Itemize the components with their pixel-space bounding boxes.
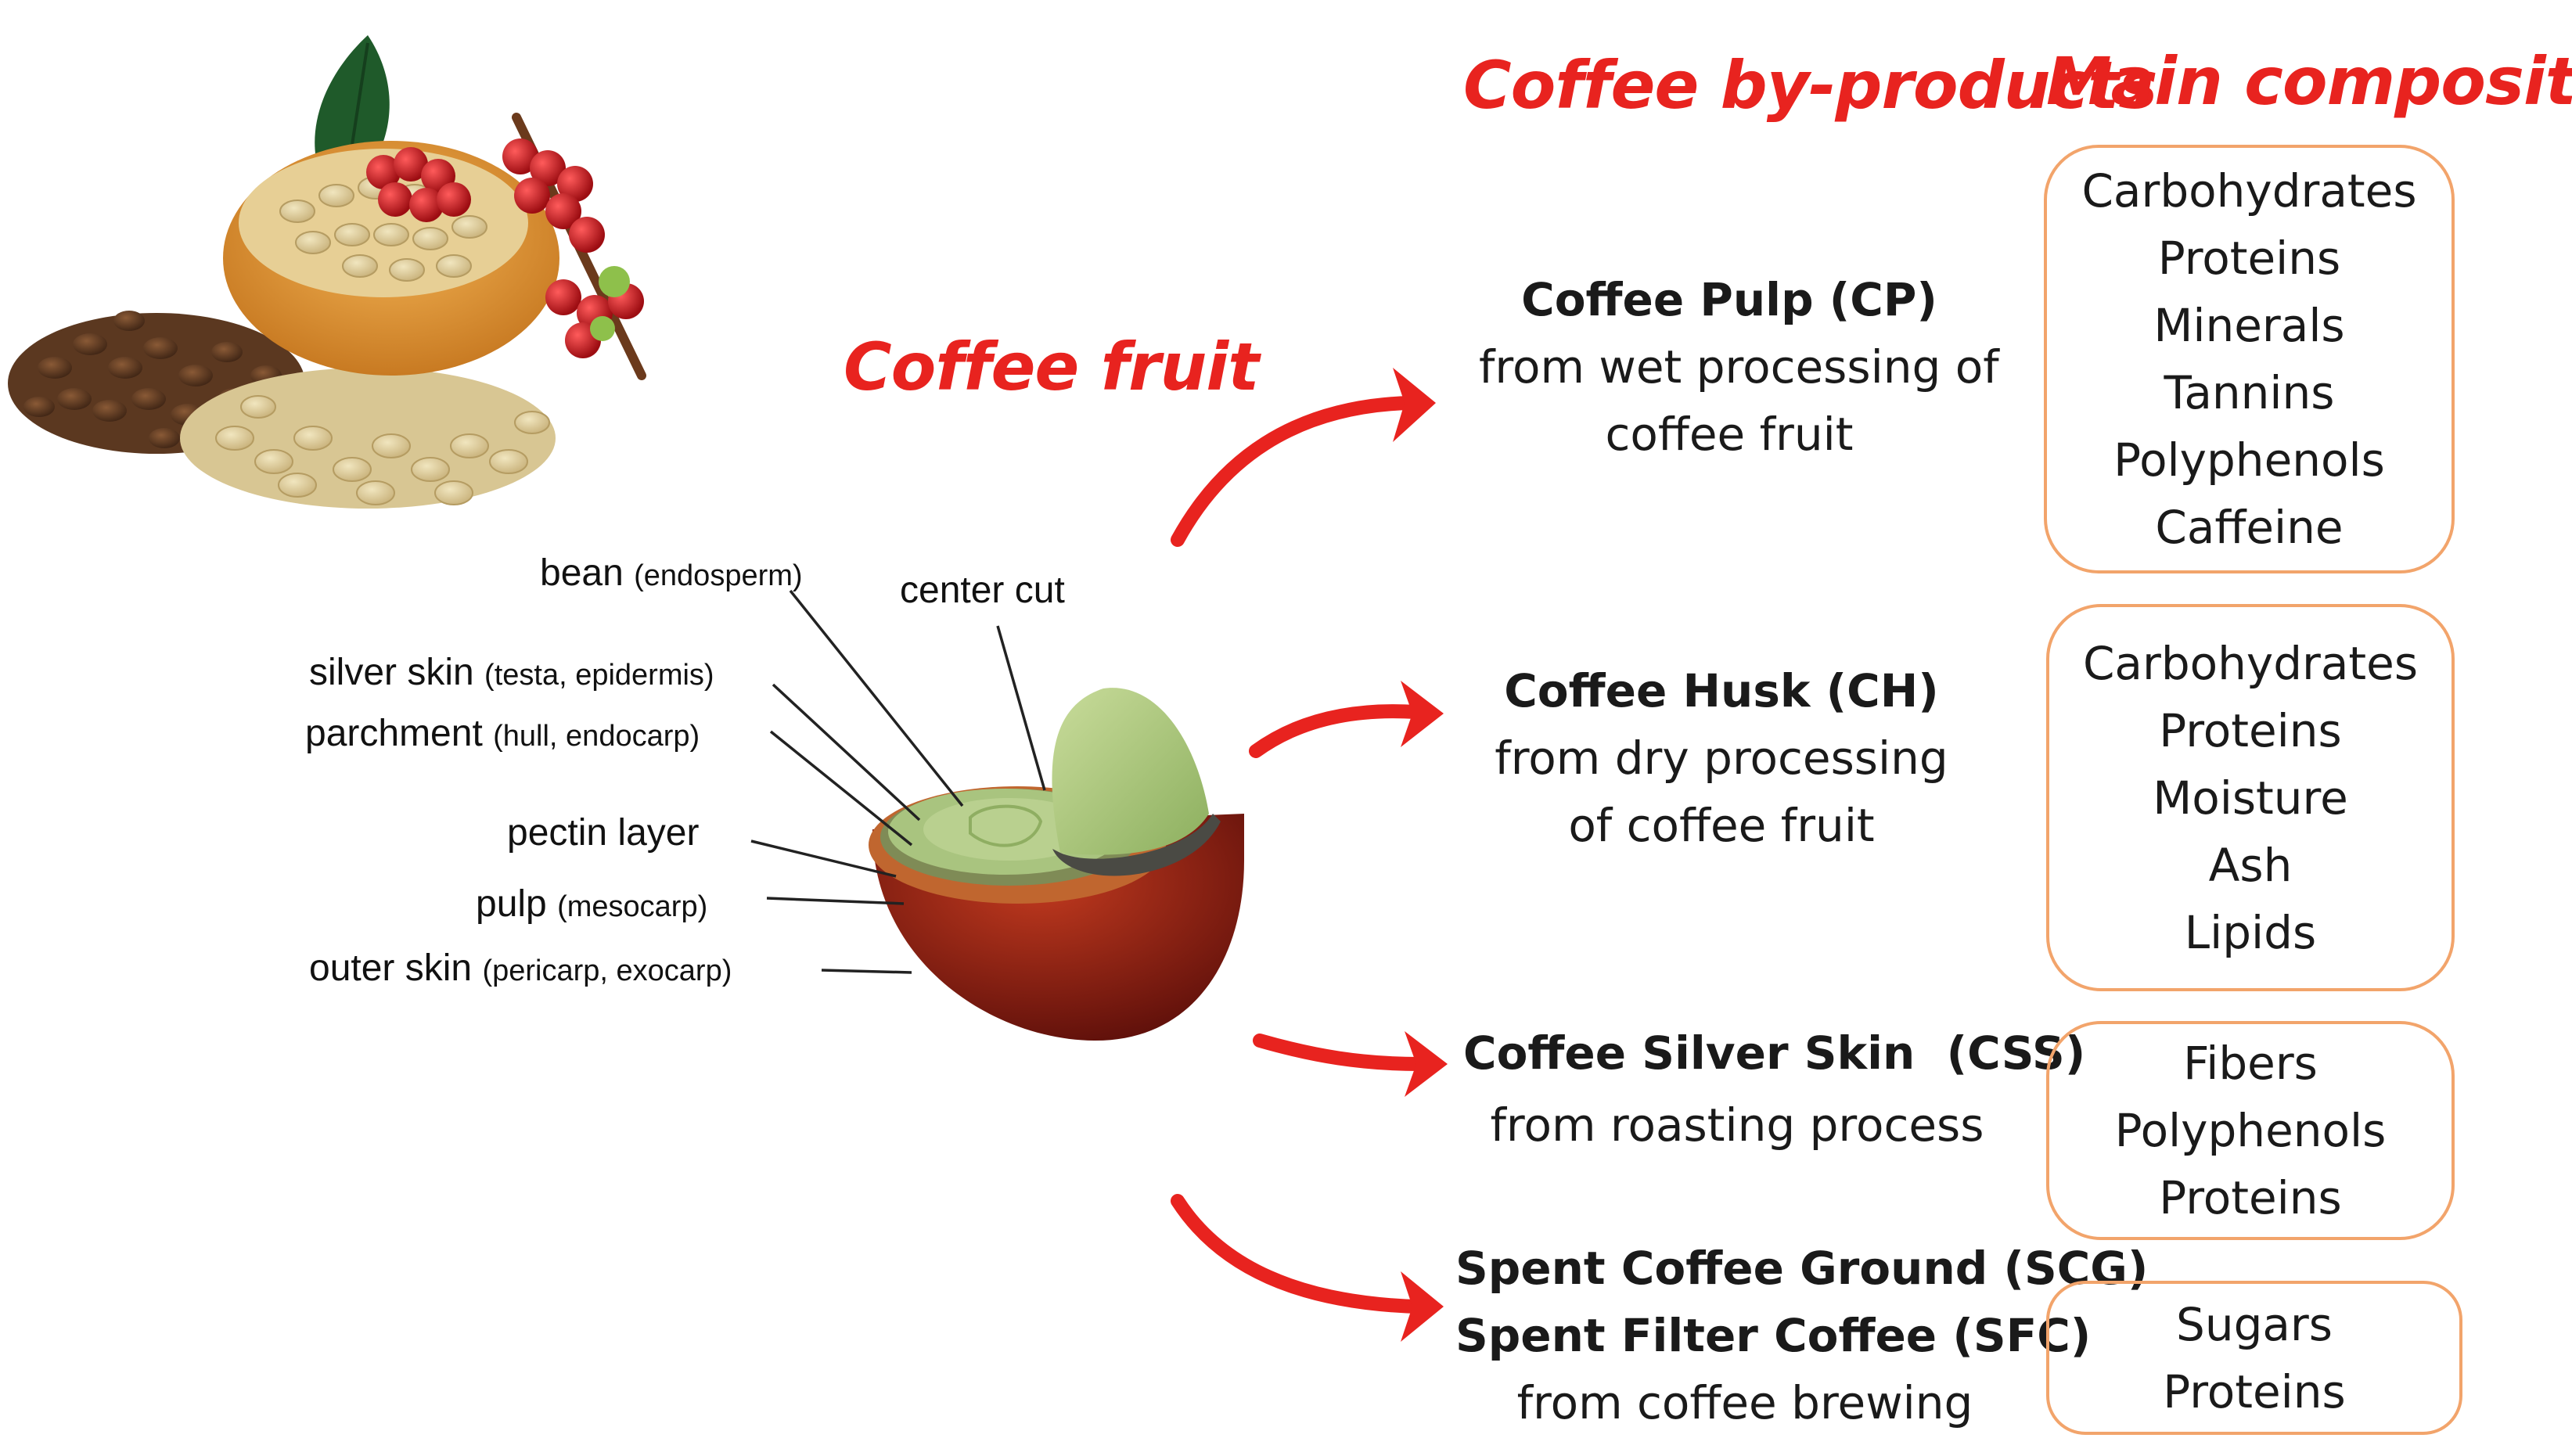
label-pectin-layer: pectin layer: [507, 812, 700, 854]
byproduct-name: Coffee Silver Skin (CSS): [1463, 1026, 2086, 1080]
composition-item: Tannins: [2164, 366, 2335, 419]
composition-item: Sugars: [2176, 1297, 2333, 1351]
center-cut-shape: [969, 804, 1043, 847]
heading-coffee-fruit: Coffee fruit: [844, 329, 1259, 405]
label-silver-skin: silver skin (testa, epidermis): [309, 652, 714, 693]
composition-item: Proteins: [2163, 1364, 2346, 1418]
arrow-to-spent-coffee: [1171, 1194, 1423, 1314]
composition-box-spent-coffee: Sugars Proteins: [2046, 1281, 2462, 1435]
composition-item: Carbohydrates: [2082, 636, 2419, 690]
composition-box-coffee-pulp: Carbohydrates Proteins Minerals Tannins …: [2044, 145, 2455, 573]
composition-box-coffee-silver-skin: Fibers Polyphenols Proteins: [2046, 1021, 2455, 1240]
byproduct-name: Coffee Husk (CH): [1504, 664, 1939, 717]
composition-item: Caffeine: [2155, 501, 2344, 554]
byproduct-name: Spent Coffee Ground (SCG): [1455, 1242, 2149, 1295]
heading-coffee-byproducts: Coffee by-products: [1463, 47, 2158, 124]
composition-item: Proteins: [2159, 1171, 2342, 1224]
composition-item: Lipids: [2184, 905, 2317, 959]
roasted-beans-pile: [8, 311, 305, 454]
label-center-cut: center cut: [900, 570, 1065, 611]
composition-item: Minerals: [2153, 299, 2345, 352]
label-parchment: parchment (hull, endocarp): [305, 713, 700, 754]
composition-item: Proteins: [2159, 703, 2342, 757]
composition-item: Polyphenols: [2113, 433, 2385, 487]
composition-item: Carbohydrates: [2081, 164, 2417, 218]
byproduct-coffee-silver-skin: Coffee Silver Skin (CSS) from roasting p…: [1463, 1017, 2086, 1161]
byproduct-name: Coffee Pulp (CP): [1521, 273, 1937, 326]
composition-item: Ash: [2208, 838, 2293, 892]
byproduct-name-2: Spent Filter Coffee (SFC): [1455, 1309, 2092, 1362]
composition-item: Proteins: [2157, 232, 2341, 285]
composition-box-coffee-husk: Carbohydrates Proteins Moisture Ash Lipi…: [2046, 604, 2455, 991]
arrow-to-coffee-husk: [1249, 704, 1423, 758]
byproduct-coffee-husk: Coffee Husk (CH) from dry processing of …: [1471, 657, 1972, 859]
bean-endosperm-shape: [923, 798, 1095, 861]
arrow-to-silver-skin: [1253, 1034, 1427, 1071]
arrow-to-coffee-pulp: [1171, 396, 1415, 547]
composition-item: Polyphenols: [2114, 1104, 2387, 1157]
label-bean: bean (endosperm): [540, 552, 803, 594]
label-outer-skin: outer skin (pericarp, exocarp): [309, 947, 732, 989]
byproduct-spent-coffee: Spent Coffee Ground (SCG) Spent Filter C…: [1455, 1235, 2149, 1436]
byproduct-coffee-pulp: Coffee Pulp (CP) from wet processing of …: [1479, 266, 1999, 468]
green-beans-pile: [180, 368, 556, 509]
label-pulp: pulp (mesocarp): [476, 883, 708, 925]
heading-main-composition: Main composition: [2046, 43, 2572, 120]
composition-item: Moisture: [2153, 771, 2348, 825]
composition-item: Fibers: [2183, 1037, 2318, 1090]
half-bean-shape: [1052, 688, 1209, 855]
